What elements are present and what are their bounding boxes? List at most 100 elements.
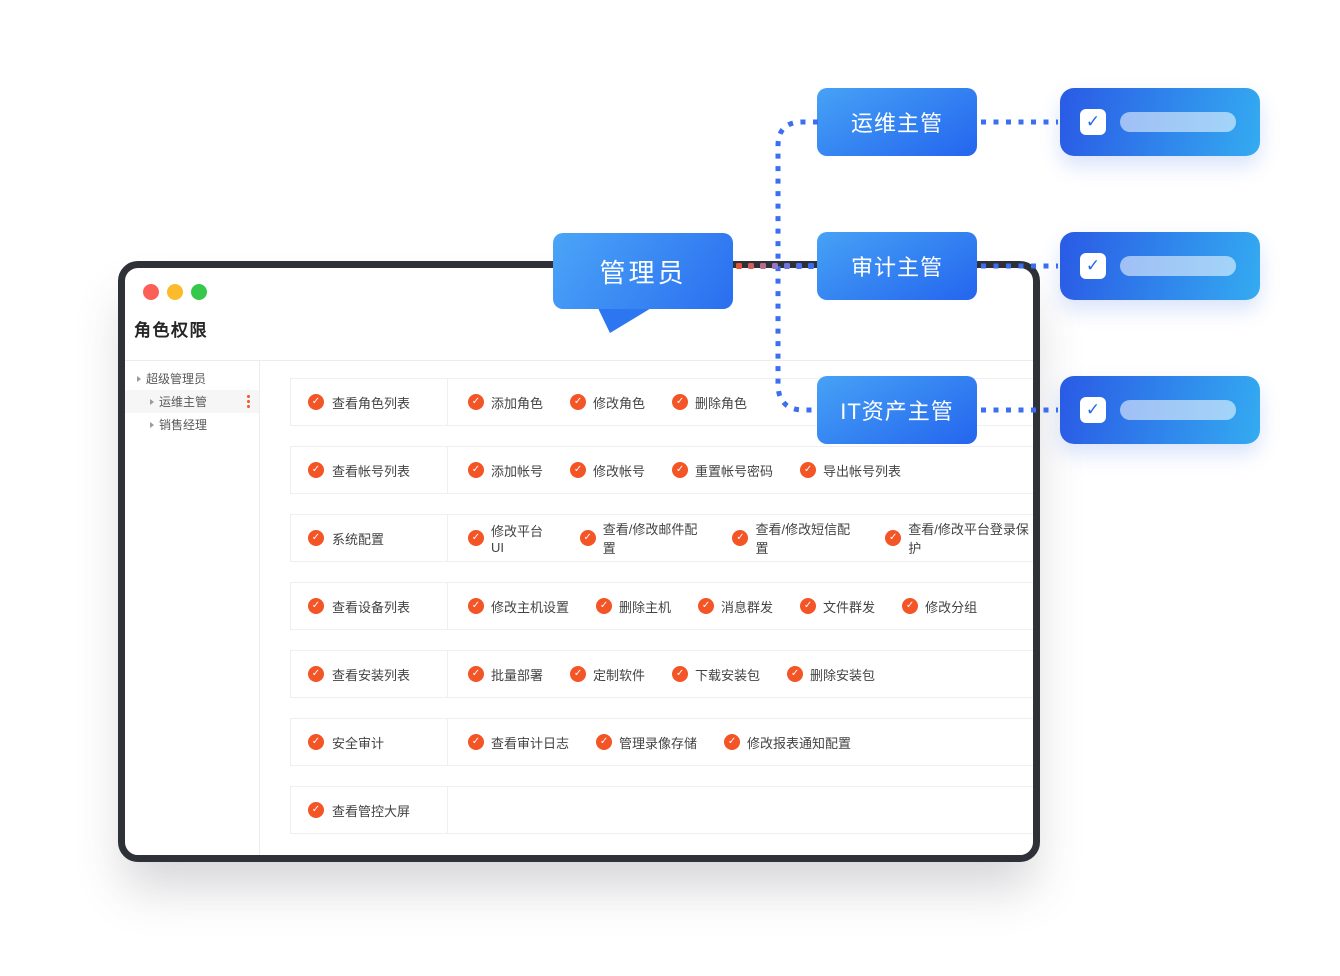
category-label: 查看设备列表 [332,599,411,615]
check-circle-icon: ✓ [308,530,324,546]
connector-gradient-dot [796,263,802,269]
sidebar-item-label: 销售经理 [159,418,208,432]
permission-item[interactable]: ✓ 删除角色 [672,393,747,412]
permission-list-cell: ✓ 批量部署 ✓ 定制软件 ✓ 下载安装包 ✓ 删除安装包 [448,650,1033,698]
checkbox-checked-icon[interactable]: ✓ [1080,109,1106,135]
check-circle-icon: ✓ [579,530,596,546]
permission-item[interactable]: ✓ 修改帐号 [570,461,645,480]
text-placeholder-pill [1120,256,1236,276]
check-circle-icon: ✓ [468,598,484,614]
check-circle-icon: ✓ [308,734,324,750]
page-title: 角色权限 [134,321,208,340]
sidebar-item[interactable]: 销售经理 [125,413,259,436]
permission-item[interactable]: ✓ 删除主机 [596,597,671,616]
sidebar-item[interactable]: 运维主管 [125,390,259,413]
permission-category-cell[interactable]: ✓ 查看设备列表 [290,582,448,630]
connector-gradient-dot [808,263,814,269]
permission-item[interactable]: ✓ 文件群发 [800,597,875,616]
permission-item[interactable]: ✓ 删除安装包 [787,665,875,684]
permission-label: 查看/修改邮件配置 [602,522,698,556]
permission-item[interactable]: ✓ 修改报表通知配置 [724,733,851,752]
header-divider [125,360,1033,361]
close-traffic-light-icon[interactable] [143,284,159,300]
permission-category-cell[interactable]: ✓ 系统配置 [290,514,448,562]
permission-label: 修改分组 [925,599,978,615]
check-circle-icon: ✓ [902,598,919,614]
check-circle-icon: ✓ [570,462,587,478]
check-circle-icon: ✓ [596,598,613,614]
check-circle-icon: ✓ [468,734,484,750]
permission-item[interactable]: ✓ 查看/修改短信配置 [732,519,858,557]
check-circle-icon: ✓ [308,394,324,410]
permission-category-cell[interactable]: ✓ 查看帐号列表 [290,446,448,494]
app-window: 角色权限 超级管理员 运维主管 销售经理 ✓ 查看角色列表 ✓ 添加角色 ✓ 修… [118,261,1040,862]
check-circle-icon: ✓ [468,462,484,478]
connector-gradient-dot [748,263,754,269]
connector-gradient-dot [772,263,778,269]
role-card: ✓ [1060,88,1260,156]
permission-item[interactable]: ✓ 修改角色 [570,393,645,412]
permission-item[interactable]: ✓ 导出帐号列表 [800,461,901,480]
permission-item[interactable]: ✓ 查看审计日志 [468,733,569,752]
check-circle-icon: ✓ [724,734,741,750]
role-tag[interactable]: 运维主管 [817,88,977,156]
permission-item[interactable]: ✓ 修改主机设置 [468,597,569,616]
category-label: 查看角色列表 [332,395,411,411]
check-circle-icon: ✓ [468,530,484,546]
permission-label: 修改平台UI [491,524,544,555]
permission-item[interactable]: ✓ 下载安装包 [672,665,760,684]
permission-row: ✓ 查看安装列表 ✓ 批量部署 ✓ 定制软件 ✓ 下载安装包 ✓ 删除安装包 [290,650,1033,698]
permission-item[interactable]: ✓ 批量部署 [468,665,543,684]
permission-list-cell [448,786,1033,834]
permission-category-cell[interactable]: ✓ 查看角色列表 [290,378,448,426]
sidebar-item[interactable]: 超级管理员 [125,367,259,390]
admin-callout[interactable]: 管理员 [553,233,733,309]
permission-item[interactable]: ✓ 修改平台UI [468,521,553,555]
category-label: 查看安装列表 [332,667,411,683]
connector-gradient-dot [736,263,742,269]
permission-category-cell[interactable]: ✓ 查看安装列表 [290,650,448,698]
permission-category-cell[interactable]: ✓ 安全审计 [290,718,448,766]
permission-label: 添加角色 [491,395,544,411]
checkbox-checked-icon[interactable]: ✓ [1080,253,1106,279]
permission-item[interactable]: ✓ 管理录像存储 [596,733,697,752]
check-circle-icon: ✓ [672,462,689,478]
permission-item[interactable]: ✓ 定制软件 [570,665,645,684]
check-circle-icon: ✓ [800,462,817,478]
permission-label: 导出帐号列表 [823,463,902,479]
permission-item[interactable]: ✓ 消息群发 [698,597,773,616]
permission-item[interactable]: ✓ 修改分组 [902,597,977,616]
permission-row: ✓ 查看帐号列表 ✓ 添加帐号 ✓ 修改帐号 ✓ 重置帐号密码 ✓ 导出帐号列表 [290,446,1033,494]
sidebar-item-label: 运维主管 [159,395,208,409]
sidebar-item-label: 超级管理员 [146,372,207,386]
permission-label: 删除角色 [695,395,748,411]
maximize-traffic-light-icon[interactable] [191,284,207,300]
role-tag[interactable]: 审计主管 [817,232,977,300]
check-circle-icon: ✓ [672,394,689,410]
permission-list-cell: ✓ 添加帐号 ✓ 修改帐号 ✓ 重置帐号密码 ✓ 导出帐号列表 [448,446,1033,494]
permission-item[interactable]: ✓ 重置帐号密码 [672,461,773,480]
permission-item[interactable]: ✓ 添加角色 [468,393,543,412]
permission-row: ✓ 系统配置 ✓ 修改平台UI ✓ 查看/修改邮件配置 ✓ 查看/修改短信配置 … [290,514,1033,562]
minimize-traffic-light-icon[interactable] [167,284,183,300]
check-circle-icon: ✓ [570,394,587,410]
check-circle-icon: ✓ [672,666,689,682]
permission-row: ✓ 查看管控大屏 [290,786,1033,834]
check-circle-icon: ✓ [787,666,804,682]
sidebar-tree: 超级管理员 运维主管 销售经理 [125,361,260,855]
permission-list-cell: ✓ 查看审计日志 ✓ 管理录像存储 ✓ 修改报表通知配置 [448,718,1033,766]
permission-category-cell[interactable]: ✓ 查看管控大屏 [290,786,448,834]
role-tag[interactable]: IT资产主管 [817,376,977,444]
checkbox-checked-icon[interactable]: ✓ [1080,397,1106,423]
more-menu-icon[interactable] [247,395,250,408]
permission-list-cell: ✓ 修改主机设置 ✓ 删除主机 ✓ 消息群发 ✓ 文件群发 ✓ 修改分组 [448,582,1033,630]
permission-item[interactable]: ✓ 查看/修改邮件配置 [579,519,706,557]
caret-right-icon [137,375,141,382]
permission-item[interactable]: ✓ 查看/修改平台登录保护 [885,519,1033,557]
permission-label: 定制软件 [593,667,646,683]
check-circle-icon: ✓ [468,394,484,410]
category-label: 系统配置 [332,531,385,547]
permission-item[interactable]: ✓ 添加帐号 [468,461,543,480]
connector-gradient-dot [784,263,790,269]
check-circle-icon: ✓ [885,530,902,546]
